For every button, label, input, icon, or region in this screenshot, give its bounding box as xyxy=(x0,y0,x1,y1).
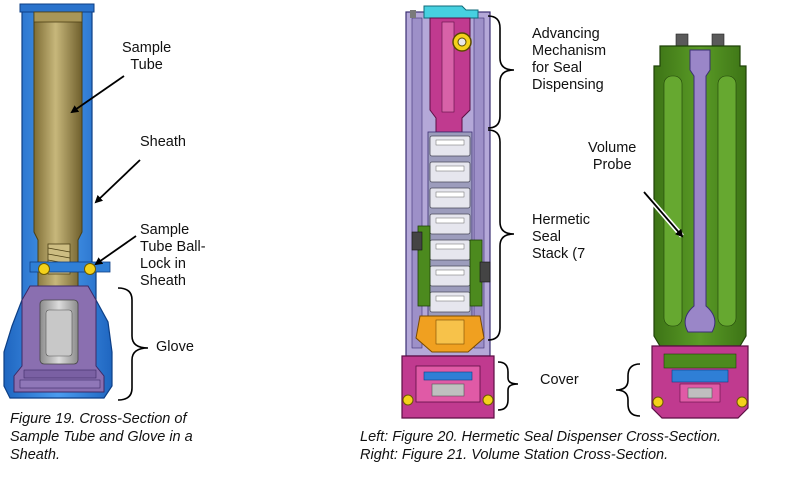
lock-ball-left-icon xyxy=(38,263,50,275)
cover-ball-left-icon xyxy=(402,394,414,406)
label-cover: Cover xyxy=(540,372,579,388)
figure-20-drawing xyxy=(401,5,495,419)
caption-figure-19: Figure 19. Cross-Section of Sample Tube … xyxy=(10,411,193,463)
ball-lock-rail xyxy=(29,261,111,273)
dispenser-top-cap xyxy=(423,5,479,19)
label-advancing-mechanism: Advancing Mechanism for Seal Dispensing xyxy=(532,26,607,93)
station-ball-right-icon xyxy=(736,396,748,408)
hermetic-seal-stack xyxy=(427,131,473,319)
volume-probe xyxy=(684,49,716,333)
figure-21-leaders xyxy=(615,190,684,417)
label-sheath: Sheath xyxy=(140,134,186,150)
caption-figure-20-21: Left: Figure 20. Hermetic Seal Dispenser… xyxy=(360,429,722,463)
lock-ball-right-icon xyxy=(84,263,96,275)
tube-cap xyxy=(33,11,83,23)
label-glove: Glove xyxy=(156,339,194,355)
label-ball-lock: Sample Tube Ball- Lock in Sheath xyxy=(140,222,206,289)
figure-21-drawing xyxy=(651,33,749,419)
cover-ball-right-icon xyxy=(482,394,494,406)
label-volume-probe: Volume Probe xyxy=(588,140,637,173)
figure-19-leaders xyxy=(70,75,149,401)
sheath-top-rim xyxy=(19,3,95,13)
label-sample-tube: Sample Tube xyxy=(122,40,172,73)
label-hermetic-seal-stack: Hermetic Seal Stack (7 xyxy=(532,212,591,262)
figure-20-braces xyxy=(487,15,519,411)
station-ball-left-icon xyxy=(652,396,664,408)
